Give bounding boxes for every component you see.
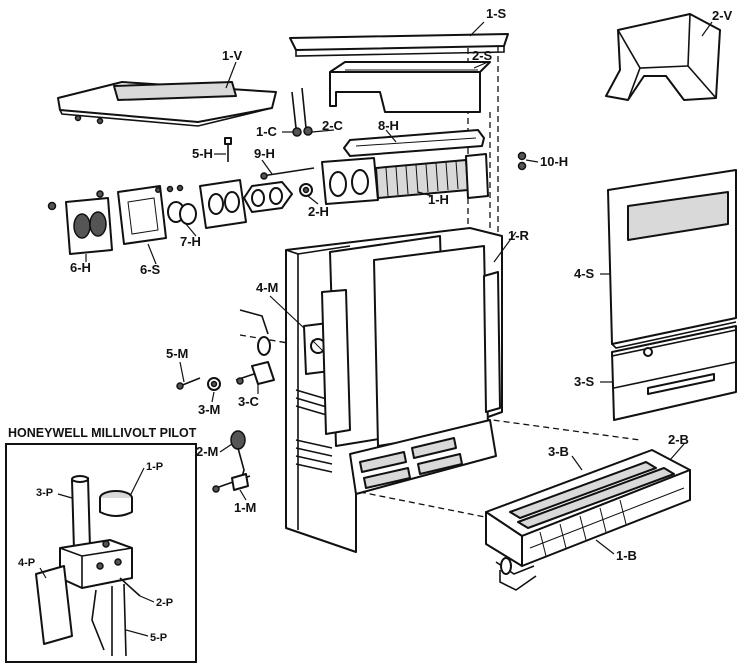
part-1c-2c-sensors — [291, 87, 313, 137]
part-6s-gasket — [117, 185, 167, 245]
label-6s: 6-S — [140, 262, 161, 277]
part-labels: 1-S 2-S 2-V 1-V 1-C 2-C 8-H 5-H 9-H 10-H… — [70, 6, 733, 563]
label-1p: 1-P — [146, 461, 163, 473]
label-4m: 4-M — [256, 280, 278, 295]
label-3b: 3-B — [548, 444, 569, 459]
label-1r: 1-R — [508, 228, 530, 243]
label-5h: 5-H — [192, 146, 213, 161]
part-3m-control-knob — [207, 377, 221, 391]
label-8h: 8-H — [378, 118, 399, 133]
label-1v: 1-V — [222, 48, 243, 63]
part-5m-screw — [176, 377, 201, 390]
label-6h: 6-H — [70, 260, 91, 275]
label-2c: 2-C — [322, 118, 344, 133]
label-5p: 5-P — [150, 632, 167, 644]
label-9h: 9-H — [254, 146, 275, 161]
label-1s: 1-S — [486, 6, 507, 21]
part-4p-bracket — [35, 565, 73, 645]
label-7h: 7-H — [180, 234, 201, 249]
part-4s-upper-front-panel — [607, 169, 737, 349]
pilot-body — [59, 539, 133, 589]
label-3s: 3-S — [574, 374, 595, 389]
part-9h-rod — [260, 167, 315, 180]
part-2s-shroud — [329, 61, 491, 113]
part-1m-pilot-burner — [212, 473, 251, 493]
leader-lines — [85, 21, 713, 555]
part-4m-valve-bracket — [239, 309, 271, 356]
label-2p: 2-P — [156, 597, 173, 609]
label-2b: 2-B — [668, 432, 689, 447]
part-header-gasket — [243, 181, 293, 213]
part-2h-fitting — [299, 183, 313, 197]
part-8h-cover — [343, 129, 485, 157]
label-10h: 10-H — [540, 154, 568, 169]
part-3c-thermocouple — [235, 361, 275, 385]
inset-title: HONEYWELL MILLIVOLT PILOT — [8, 426, 197, 440]
part-burner-assembly — [485, 449, 691, 591]
label-3m: 3-M — [198, 402, 220, 417]
label-2v: 2-V — [712, 8, 733, 23]
heater-cabinet — [285, 227, 503, 553]
label-1c: 1-C — [256, 124, 278, 139]
part-1s-top-panel — [289, 33, 509, 57]
label-2m: 2-M — [196, 444, 218, 459]
part-3p-tube — [71, 477, 91, 551]
part-10h-fittings — [517, 151, 527, 171]
label-1h: 1-H — [428, 192, 449, 207]
part-2v-draft-hood — [605, 13, 721, 101]
label-4p: 4-P — [18, 557, 35, 569]
part-1h-heat-exchanger — [321, 153, 489, 205]
label-2s: 2-S — [472, 48, 493, 63]
part-header-flange — [166, 179, 247, 229]
part-7h-o-rings — [167, 201, 197, 225]
part-6h-header — [47, 190, 113, 255]
label-3c: 3-C — [238, 394, 260, 409]
label-2h: 2-H — [308, 204, 329, 219]
pilot-inset: HONEYWELL MILLIVOLT PILOT 1-P 3-P 4-P 2-… — [5, 426, 197, 663]
label-3p: 3-P — [36, 487, 53, 499]
part-3s-lower-front-panel — [611, 325, 737, 421]
label-1b: 1-B — [616, 548, 637, 563]
label-5m: 5-M — [166, 346, 188, 361]
part-5h-bolt — [224, 137, 232, 162]
part-1v-flue-collector — [57, 81, 277, 127]
label-4s: 4-S — [574, 266, 595, 281]
label-1m: 1-M — [234, 500, 256, 515]
